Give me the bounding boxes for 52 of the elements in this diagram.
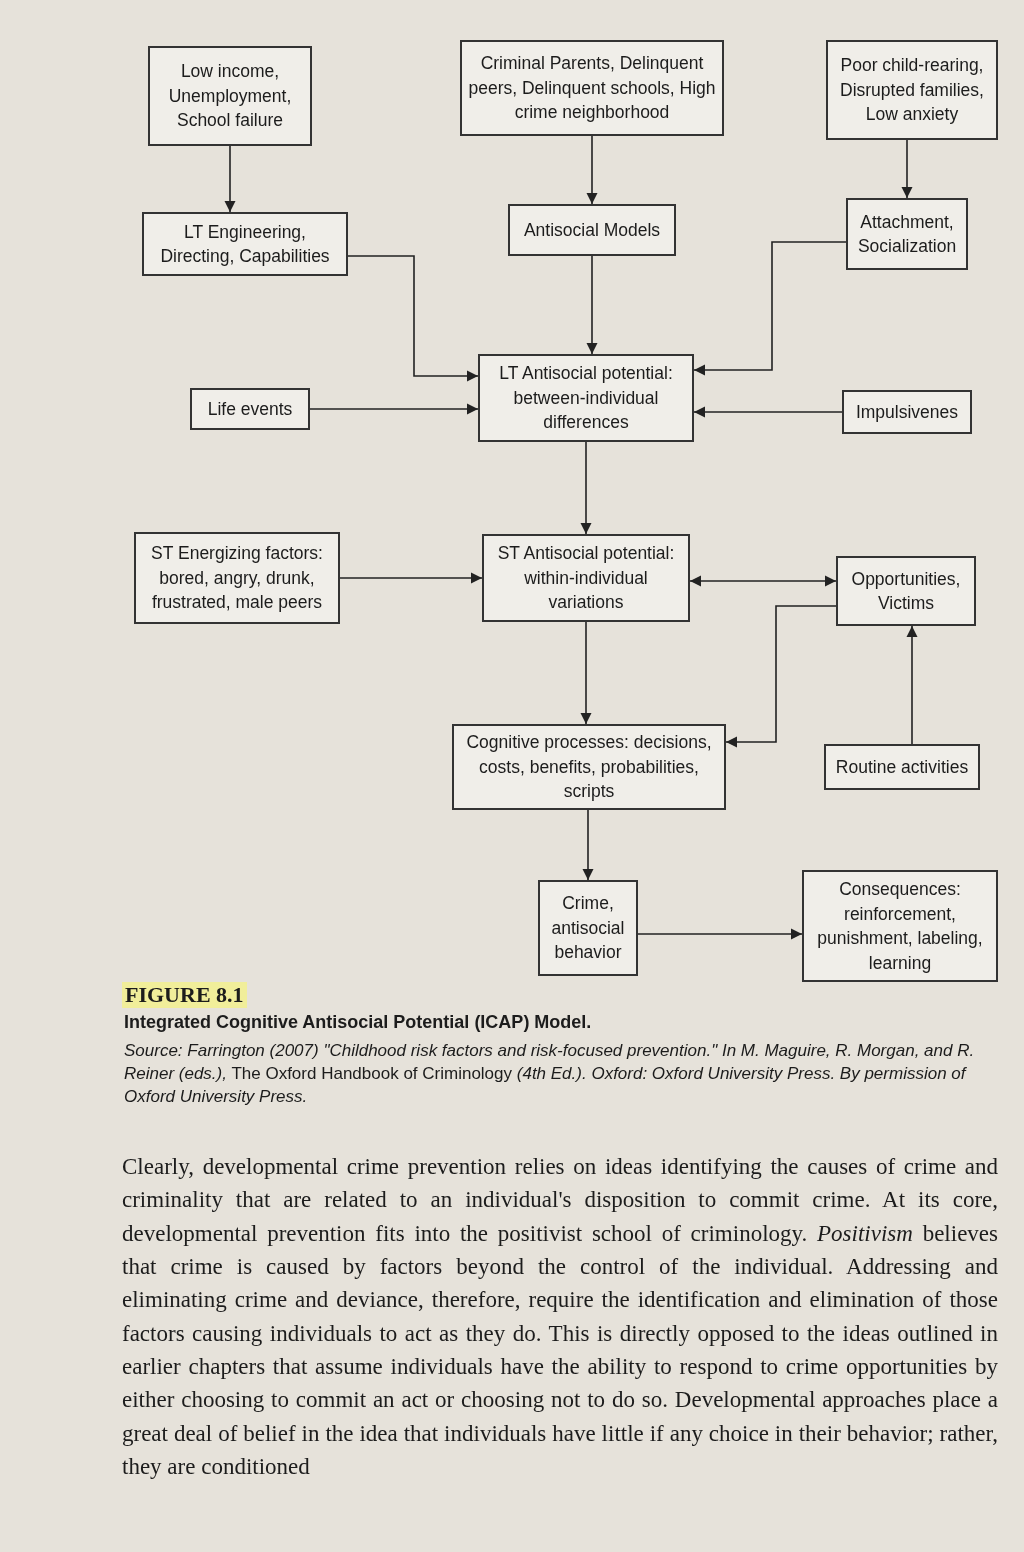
process-box <box>842 390 972 434</box>
arrow <box>309 403 479 415</box>
arrow <box>347 255 479 382</box>
process-box <box>478 354 694 442</box>
box-text: Opportunities, Victims <box>850 567 962 615</box>
box-text: Low income, Unemployment, School failure <box>167 60 293 133</box>
process-box <box>148 46 312 146</box>
arrow <box>580 621 592 725</box>
box-text: Routine activities <box>835 755 969 779</box>
box-text: Cognitive processes: decisions, costs, benefits, probabilities, scripts <box>465 731 713 804</box>
box-text: Antisocial Models <box>523 218 661 242</box>
process-box <box>824 744 980 790</box>
box-text: LT Antisocial potential: between-individual differences <box>498 362 674 435</box>
process-box <box>836 556 976 626</box>
box-text: ST Energizing factors: bored, angry, drunk, frustrated, male peers <box>150 542 324 615</box>
process-box <box>826 40 998 140</box>
box-text: Impulsivenes <box>855 400 959 424</box>
arrow <box>586 255 598 355</box>
arrow <box>339 572 483 584</box>
arrow <box>637 928 803 940</box>
arrow <box>689 575 837 587</box>
arrow <box>906 625 918 745</box>
arrow <box>901 139 913 199</box>
process-box <box>134 532 340 624</box>
arrow <box>586 135 598 205</box>
box-text: Life events <box>207 397 293 421</box>
body-paragraph: Clearly, developmental crime prevention relies on ideas identifying the causes of crime and criminality that are related to an individual's disposition to commit crime. At its core, developmental prevention fits into the positivist school of criminology. Positivism believes that crime is caused by factors beyond the control of the individual. Addressing and eliminating crime and deviance, therefore, require the identification and elimination of those factors causing individuals to act as they do. This is directly opposed to the ideas outlined in earlier chapters that assume individuals have the ability to respond to crime opportunities by either choosing to commit an act or choosing not to do so. Developmental approaches place a great deal of belief in the idea that individuals have little if any choice in their behavior; rather, they are conditioned <box>122 1153 998 1482</box>
box-text: ST Antisocial potential: within-individual variations <box>496 542 676 615</box>
arrow <box>580 441 592 535</box>
figure-number: FIGURE 8.1 <box>122 982 247 1008</box>
process-box <box>802 870 998 982</box>
box-text: LT Engineering, Directing, Capabilities <box>159 220 331 268</box>
process-box <box>538 880 638 976</box>
box-text: Crime, antisocial behavior <box>550 892 626 965</box>
source-note: Source: Farrington (2007) "Childhood risk factors and risk-focused prevention." In M. Maguire, R. Morgan, and R. Reiner (eds.), The Oxford Handbook of Criminology (4th Ed.). Oxford: Oxford University Press. By permission of Oxford University Press. <box>124 1040 976 1108</box>
process-box <box>460 40 724 136</box>
arrow <box>693 241 847 376</box>
process-box <box>452 724 726 810</box>
arrow <box>582 809 594 881</box>
process-box <box>846 198 968 270</box>
arrow <box>725 605 837 748</box>
box-text: Consequences: reinforcement, punishment, labeling, learning <box>816 878 984 975</box>
box-text: Attachment, Socialization <box>856 210 958 258</box>
process-box <box>190 388 310 430</box>
arrow <box>224 145 236 213</box>
process-box <box>508 204 676 256</box>
box-text: Poor child-rearing, Disrupted families, Low anxiety <box>839 54 985 127</box>
box-text: Criminal Parents, Delinquent peers, Delinquent schools, High crime neighborhood <box>468 52 716 125</box>
process-box <box>142 212 348 276</box>
process-box <box>482 534 690 622</box>
figure-caption: Integrated Cognitive Antisocial Potential (ICAP) Model. <box>124 1012 592 1033</box>
arrow <box>693 406 843 418</box>
